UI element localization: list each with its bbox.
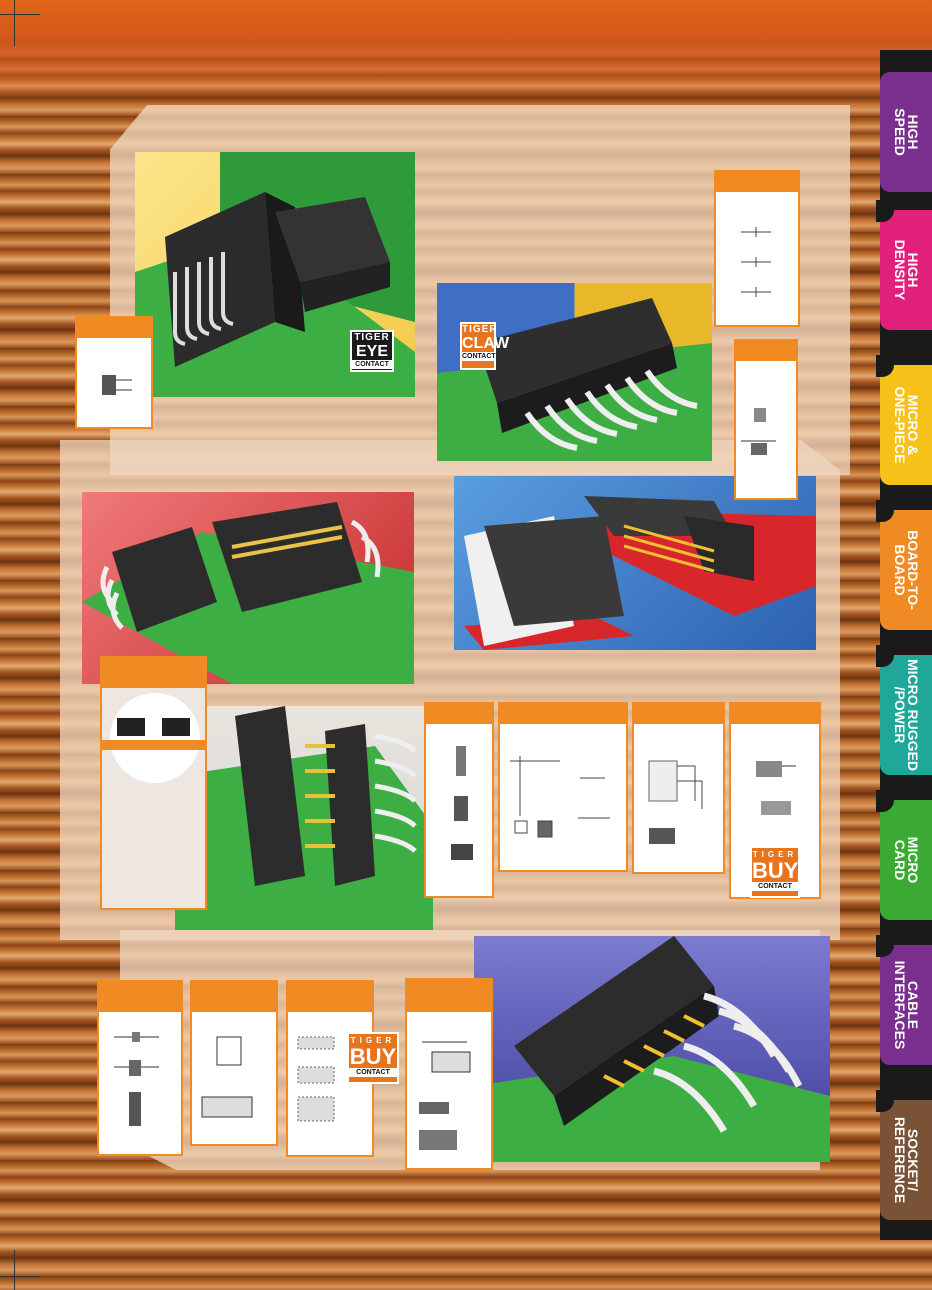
box-header	[99, 982, 181, 1012]
badge-main-text: BUY	[752, 858, 799, 883]
connector-illustration	[474, 936, 830, 1162]
tab-shape	[880, 655, 932, 775]
connector-illustration	[82, 502, 414, 684]
tab-shape	[880, 945, 932, 1065]
diagram-box	[190, 980, 278, 1146]
box-header	[426, 704, 492, 724]
tab-label: MICRO RUGGED /POWER	[892, 659, 921, 771]
tab-label: SOCKET/ REFERENCE	[892, 1116, 921, 1204]
box-header	[500, 704, 626, 724]
badge-top-text: TIGER	[752, 850, 798, 859]
tab-high-density[interactable]: HIGH DENSITY	[876, 200, 932, 330]
tab-notch	[876, 355, 894, 377]
tab-high-speed[interactable]: HIGH SPEED	[880, 72, 932, 192]
pin-diagram	[510, 756, 610, 838]
tiger-buy-badge: TIGER BUY CONTACT	[347, 1032, 399, 1084]
tiger-claw-badge: TIGER CLAW CONTACT	[460, 322, 510, 370]
tab-label: MICRO CARD	[892, 836, 921, 884]
product-photo-6	[474, 936, 830, 1162]
product-photo-2	[437, 283, 712, 461]
tab-notch	[876, 935, 894, 957]
crop-mark	[0, 1276, 40, 1277]
tab-label: HIGH SPEED	[892, 108, 921, 156]
connector-illustration	[437, 298, 712, 461]
diagram-box	[632, 702, 725, 874]
pin-diagram	[648, 760, 703, 844]
badge-top-text: TIGER	[462, 324, 498, 335]
box-header	[736, 341, 796, 361]
badge-bottom-text: CONTACT	[349, 1068, 397, 1077]
diagram-box	[424, 702, 494, 898]
tab-shape	[880, 800, 932, 920]
pin-diagram	[756, 761, 796, 815]
pin-diagram	[741, 408, 776, 455]
pin-diagram	[201, 1036, 253, 1118]
tiger-eye-badge: TIGER EYE CONTACT	[350, 330, 394, 372]
box-header	[731, 704, 819, 724]
tab-shape	[880, 1100, 932, 1220]
tab-shape	[880, 365, 932, 485]
box-header	[288, 982, 372, 1012]
tab-shape	[880, 510, 932, 630]
box-header	[716, 172, 798, 192]
connector-illustration	[175, 706, 433, 930]
tab-board-to-board[interactable]: BOARD-TO- BOARD	[876, 500, 932, 630]
detail-box	[100, 656, 207, 910]
tab-shape	[880, 72, 932, 192]
tab-notch	[876, 790, 894, 812]
product-photo-4	[454, 476, 816, 650]
detail-diagram	[102, 693, 205, 783]
crop-mark	[0, 14, 40, 15]
badge-top-text: TIGER	[350, 1036, 396, 1045]
tiger-buy-badge: TIGER BUY CONTACT	[750, 846, 800, 898]
tab-micro-rugged-power[interactable]: MICRO RUGGED /POWER	[876, 645, 932, 775]
tab-label: MICRO & ONE-PIECE	[892, 386, 921, 464]
tab-label: HIGH DENSITY	[892, 239, 921, 301]
badge-main-text: CLAW	[462, 335, 510, 352]
pin-diagram	[102, 375, 132, 395]
diagram-box	[714, 170, 800, 327]
tab-socket-reference[interactable]: SOCKET/ REFERENCE	[876, 1090, 932, 1220]
tab-micro-one-piece[interactable]: MICRO & ONE-PIECE	[876, 355, 932, 485]
diagram-box	[405, 978, 493, 1170]
tab-label: CABLE INTERFACES	[892, 960, 921, 1050]
connector-illustration	[464, 496, 816, 650]
badge-bottom-text: CONTACT	[752, 882, 798, 891]
badge-top-text: TIGER	[354, 332, 390, 343]
tab-notch	[876, 1090, 894, 1112]
box-header	[634, 704, 723, 724]
badge-main-text: BUY	[349, 1044, 397, 1069]
product-photo-1	[135, 152, 415, 397]
product-photo-3	[82, 492, 414, 684]
pin-diagram	[741, 227, 771, 297]
pin-diagram	[114, 1032, 159, 1126]
crop-mark	[14, 0, 15, 46]
pin-diagram	[419, 1041, 471, 1150]
diagram-box	[75, 316, 153, 429]
tab-notch	[876, 645, 894, 667]
diagram-box	[498, 702, 628, 872]
tab-micro-card[interactable]: MICRO CARD	[876, 790, 932, 920]
pin-diagram	[451, 746, 473, 860]
tab-shape	[880, 210, 932, 330]
box-header	[102, 658, 205, 688]
crop-mark	[14, 1250, 15, 1290]
tab-label: BOARD-TO- BOARD	[892, 530, 921, 610]
badge-main-text: EYE	[355, 343, 388, 360]
diagram-box	[734, 339, 798, 500]
connector-illustration	[135, 152, 415, 397]
box-header	[77, 318, 151, 338]
box-header	[407, 980, 491, 1012]
pin-diagram	[297, 1036, 335, 1122]
badge-bottom-text: CONTACT	[352, 360, 392, 369]
product-photo-5	[175, 706, 433, 930]
diagram-box	[97, 980, 183, 1156]
orange-header-band	[0, 0, 932, 110]
tab-notch	[876, 500, 894, 522]
badge-bottom-text: CONTACT	[462, 352, 496, 361]
tab-notch	[876, 200, 894, 222]
box-header	[192, 982, 276, 1012]
tab-cable-interfaces[interactable]: CABLE INTERFACES	[876, 935, 932, 1065]
